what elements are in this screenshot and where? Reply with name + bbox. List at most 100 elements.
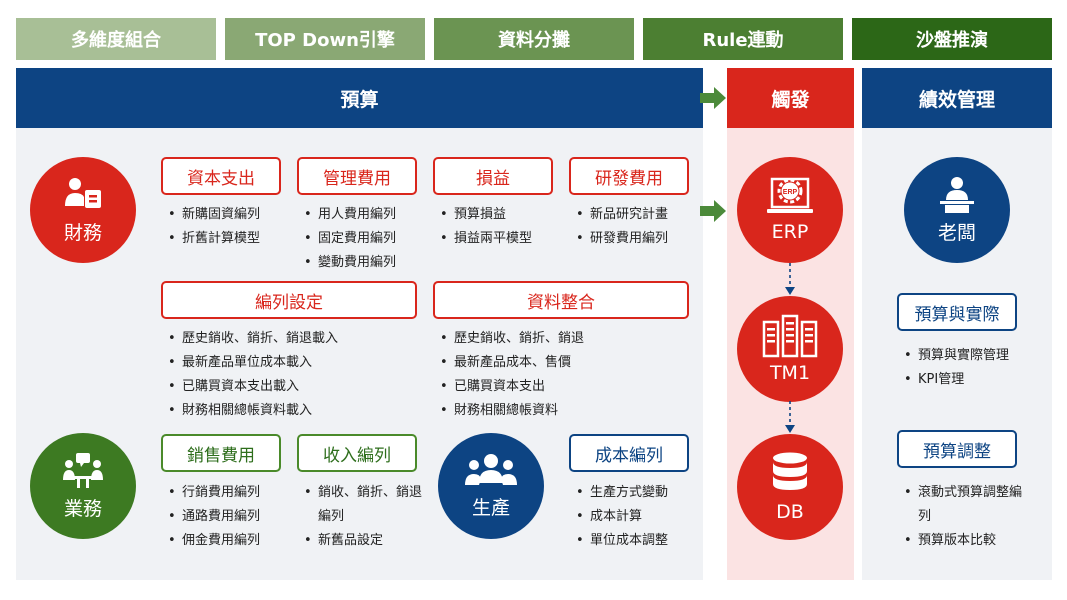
tab-label: 資料分攤 xyxy=(498,30,570,51)
erp-laptop-icon: ERP xyxy=(767,177,813,213)
list-item: 新舊品設定 xyxy=(304,529,422,553)
tab-label: Rule連動 xyxy=(702,30,784,51)
list-item: 預算損益 xyxy=(440,203,532,227)
cost-title: 成本編列 xyxy=(595,445,663,466)
integration-box: 資料整合 xyxy=(433,281,689,319)
tm1-label: TM1 xyxy=(769,362,811,384)
list-item: 損益兩平模型 xyxy=(440,227,532,251)
mgmt-list: 用人費用編列 固定費用編列 變動費用編列 xyxy=(304,203,396,275)
sales-expense-box: 銷售費用 xyxy=(161,434,281,472)
pl-box: 損益 xyxy=(433,157,553,195)
setup-list: 歷史銷收、銷折、銷退載入 最新產品單位成本載入 已購買資本支出載入 財務相關總帳… xyxy=(168,327,338,423)
cost-list: 生產方式變動 成本計算 單位成本調整 xyxy=(576,481,668,553)
revenue-title: 收入編列 xyxy=(323,445,391,466)
boss-circle: 老闆 xyxy=(904,157,1010,263)
list-item: 成本計算 xyxy=(576,505,668,529)
list-item: 銷收、銷折、銷退編列 xyxy=(304,481,422,529)
erp-label: ERP xyxy=(771,221,809,243)
list-item: 行銷費用編列 xyxy=(168,481,260,505)
list-item: 財務相關總帳資料載入 xyxy=(168,399,338,423)
budget-header-label: 預算 xyxy=(340,88,379,111)
list-item: 預算與實際管理 xyxy=(904,344,1009,368)
list-item: 已購買資本支出載入 xyxy=(168,375,338,399)
green-arrow-icon xyxy=(700,87,726,109)
connector-arrow xyxy=(785,263,795,295)
erp-circle: ERP ERP xyxy=(737,157,843,263)
boss-label: 老闆 xyxy=(937,221,976,244)
rnd-title: 研發費用 xyxy=(595,168,663,189)
tab-multi-dimension: 多維度組合 xyxy=(16,18,216,60)
trigger-header-label: 觸發 xyxy=(771,88,810,111)
capex-list: 新購固資編列 折舊計算模型 xyxy=(168,203,260,251)
connector-arrow xyxy=(785,401,795,433)
actual-list: 預算與實際管理 KPI管理 xyxy=(904,344,1009,392)
pl-list: 預算損益 損益兩平模型 xyxy=(440,203,532,251)
group-icon xyxy=(465,453,517,485)
tab-sandbox: 沙盤推演 xyxy=(852,18,1052,60)
adjust-list: 滾動式預算調整編列 預算版本比較 xyxy=(904,481,1034,553)
list-item: 研發費用編列 xyxy=(576,227,668,251)
revenue-list: 銷收、銷折、銷退編列 新舊品設定 xyxy=(304,481,422,553)
list-item: 單位成本調整 xyxy=(576,529,668,553)
capex-title: 資本支出 xyxy=(187,168,255,189)
performance-header: 績效管理 xyxy=(862,68,1052,128)
mgmt-title: 管理費用 xyxy=(323,168,391,189)
server-icon xyxy=(762,314,818,358)
budget-header: 預算 xyxy=(16,68,703,128)
erp-badge: ERP xyxy=(783,189,798,196)
setup-title: 編列設定 xyxy=(255,292,323,313)
tab-rule-linkage: Rule連動 xyxy=(643,18,843,60)
tm1-circle: TM1 xyxy=(737,296,843,402)
list-item: 通路費用編列 xyxy=(168,505,260,529)
tab-label: 多維度組合 xyxy=(71,30,161,51)
integration-list: 歷史銷收、銷折、銷退 最新產品成本、售價 已購買資本支出 財務相關總帳資料 xyxy=(440,327,584,423)
list-item: 最新產品成本、售價 xyxy=(440,351,584,375)
pl-title: 損益 xyxy=(476,168,510,189)
list-item: 新品研究計畫 xyxy=(576,203,668,227)
list-item: 滾動式預算調整編列 xyxy=(904,481,1034,529)
list-item: 用人費用編列 xyxy=(304,203,396,227)
tab-top-down-engine: TOP Down引擎 xyxy=(225,18,425,60)
production-label: 生產 xyxy=(471,496,510,519)
db-label: DB xyxy=(776,501,804,523)
rnd-list: 新品研究計畫 研發費用編列 xyxy=(576,203,668,251)
list-item: 已購買資本支出 xyxy=(440,375,584,399)
cost-box: 成本編列 xyxy=(569,434,689,472)
list-item: KPI管理 xyxy=(904,368,1009,392)
trigger-header: 觸發 xyxy=(727,68,854,128)
finance-circle: 財務 xyxy=(30,157,136,263)
list-item: 歷史銷收、銷折、銷退載入 xyxy=(168,327,338,351)
list-item: 預算版本比較 xyxy=(904,529,1034,553)
tab-label: TOP Down引擎 xyxy=(255,30,395,51)
integration-title: 資料整合 xyxy=(527,292,595,313)
mgmt-expense-box: 管理費用 xyxy=(297,157,417,195)
list-item: 佣金費用編列 xyxy=(168,529,260,553)
setup-box: 編列設定 xyxy=(161,281,417,319)
list-item: 固定費用編列 xyxy=(304,227,396,251)
list-item: 財務相關總帳資料 xyxy=(440,399,584,423)
list-item: 新購固資編列 xyxy=(168,203,260,227)
tab-label: 沙盤推演 xyxy=(916,30,988,51)
speaker-icon xyxy=(940,176,974,213)
list-item: 歷史銷收、銷折、銷退 xyxy=(440,327,584,351)
person-id-icon xyxy=(65,177,101,208)
budget-adjust-box: 預算調整 xyxy=(897,430,1017,468)
list-item: 生產方式變動 xyxy=(576,481,668,505)
list-item: 變動費用編列 xyxy=(304,251,396,275)
list-item: 折舊計算模型 xyxy=(168,227,260,251)
db-circle: DB xyxy=(737,434,843,540)
business-circle: 業務 xyxy=(30,433,136,539)
green-arrow-icon xyxy=(700,200,726,222)
capex-box: 資本支出 xyxy=(161,157,281,195)
meeting-icon xyxy=(63,452,103,488)
performance-header-label: 績效管理 xyxy=(918,88,995,111)
sales-title: 銷售費用 xyxy=(187,445,255,466)
budget-vs-actual-box: 預算與實際 xyxy=(897,293,1017,331)
adjust-title: 預算調整 xyxy=(923,441,991,462)
finance-label: 財務 xyxy=(63,221,102,244)
list-item: 最新產品單位成本載入 xyxy=(168,351,338,375)
tab-data-allocation: 資料分攤 xyxy=(434,18,634,60)
rnd-box: 研發費用 xyxy=(569,157,689,195)
production-circle: 生產 xyxy=(438,433,544,539)
actual-title: 預算與實際 xyxy=(914,304,1000,325)
